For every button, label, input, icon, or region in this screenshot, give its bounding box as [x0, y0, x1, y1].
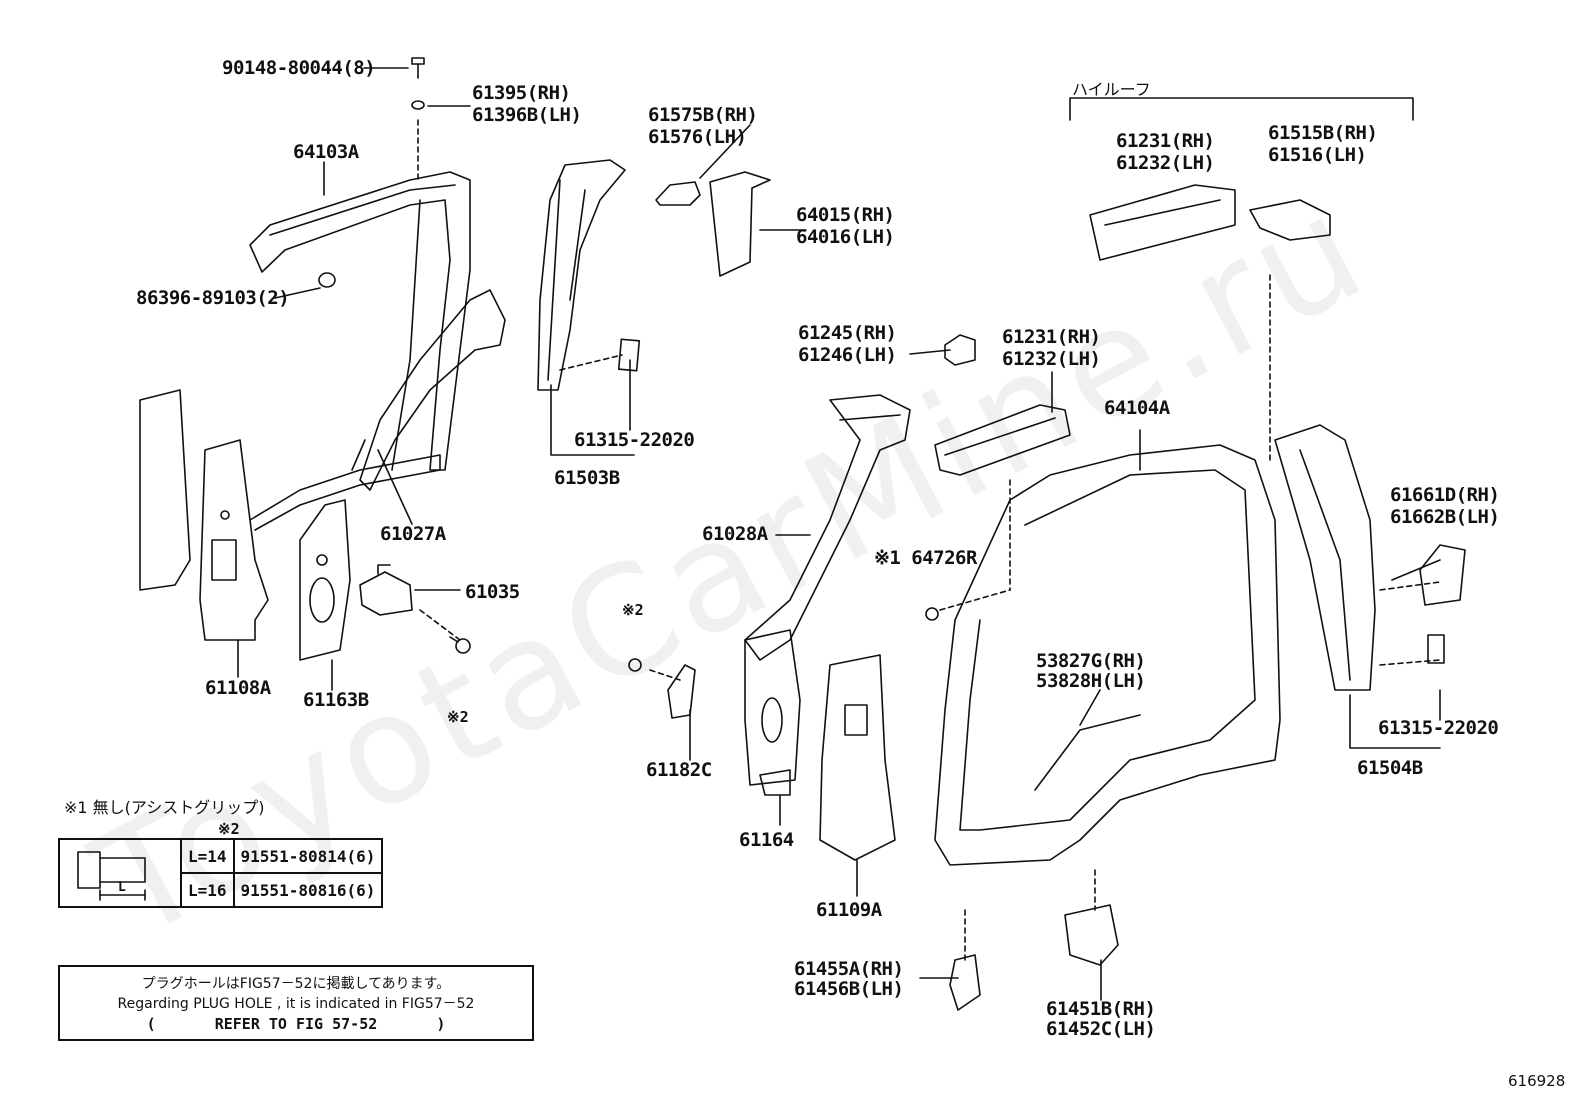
label-61035: 61035: [465, 581, 520, 603]
part-61035: [359, 564, 413, 616]
label-61396b-lh: 61396B(LH): [472, 104, 582, 126]
fastener-image-cell: [58, 838, 182, 908]
label-61315-22020-left: 61315-22020: [574, 429, 695, 451]
label-61503b: 61503B: [554, 467, 620, 489]
label-64103a: 64103A: [293, 141, 359, 163]
label-64104a: 64104A: [1104, 397, 1170, 419]
fastener-86396: [318, 272, 336, 288]
group-label-high-roof: ハイルーフ: [1072, 80, 1151, 99]
bolt-2a: [449, 636, 471, 654]
plug-note-refer: ( REFER TO FIG 57-52 ): [60, 1015, 532, 1033]
part-61231-mid: [934, 404, 1071, 476]
label-64726r: ※1 64726R: [874, 547, 977, 569]
group-bracket: [1069, 97, 1414, 121]
label-61108a: 61108A: [205, 677, 271, 699]
part-61575b: [655, 181, 701, 206]
part-61164: [744, 629, 801, 796]
label-61576-lh: 61576(LH): [648, 126, 747, 148]
label-61315-22020-right: 61315-22020: [1378, 717, 1499, 739]
legend-note-1: ※1 無し(アシストグリップ): [64, 798, 265, 817]
refer-fig-link[interactable]: REFER TO FIG 57-52: [214, 1015, 378, 1033]
label-61232-lh-mid: 61232(LH): [1002, 348, 1101, 370]
label-61575b-rh: 61575B(RH): [648, 104, 758, 126]
part-64015: [709, 171, 771, 277]
part-61451b: [1064, 904, 1119, 966]
label-61163b: 61163B: [303, 689, 369, 711]
label-64016-lh: 64016(LH): [796, 226, 895, 248]
plug-note-english: Regarding PLUG HOLE , it is indicated in…: [117, 996, 475, 1012]
label-53828h-lh: 53828H(LH): [1036, 670, 1146, 692]
assembly-lines: [417, 119, 1441, 961]
label-61245-rh: 61245(RH): [798, 322, 897, 344]
part-64104a: [934, 444, 1281, 866]
part-61455a: [949, 954, 981, 1011]
fastener-row: L=14 91551-80814(6): [58, 838, 384, 908]
part-61315-right: [1427, 634, 1445, 664]
part-61182c: [628, 658, 696, 719]
mark-2-bolt: ※2: [447, 708, 469, 726]
fastener-length: L=16: [180, 872, 235, 908]
label-61456b-lh: 61456B(LH): [794, 978, 904, 1000]
label-61027a: 61027A: [380, 523, 446, 545]
fastener-table: L=14 91551-80814(6) L=16 91551-80816(6): [58, 838, 384, 908]
label-61182c: 61182C: [646, 759, 712, 781]
part-61661d: [1419, 544, 1466, 606]
label-53827g-rh: 53827G(RH): [1036, 650, 1146, 672]
label-61246-lh: 61246(LH): [798, 344, 897, 366]
label-61231-rh-top: 61231(RH): [1116, 130, 1215, 152]
label-61516-lh: 61516(LH): [1268, 144, 1367, 166]
part-61504b: [1274, 424, 1376, 691]
label-61452c-lh: 61452C(LH): [1046, 1018, 1156, 1040]
part-61503b: [537, 159, 626, 391]
fastener-part-number: 91551-80814(6): [232, 838, 384, 874]
leader-lines: [237, 67, 1441, 1001]
label-61662b-lh: 61662B(LH): [1390, 506, 1500, 528]
label-61451b-rh: 61451B(RH): [1046, 998, 1156, 1020]
part-61163b: [299, 499, 351, 661]
part-64726r: [925, 607, 939, 621]
legend-note-2: ※2: [218, 820, 240, 838]
part-61245: [944, 334, 976, 366]
refer-close-paren: ): [436, 1015, 446, 1033]
part-61515b: [1249, 199, 1331, 241]
label-61232-lh-top: 61232(LH): [1116, 152, 1215, 174]
plug-hole-note: プラグホールはFIG57－52に掲載してあります。 Regarding PLUG…: [58, 965, 534, 1041]
fastener-length: L=14: [180, 838, 235, 874]
label-61395-rh: 61395(RH): [472, 82, 571, 104]
label-61504b: 61504B: [1357, 757, 1423, 779]
refer-open-paren: (: [146, 1015, 156, 1033]
plug-note-japanese: プラグホールはFIG57－52に掲載してあります。: [141, 976, 451, 992]
label-64015-rh: 64015(RH): [796, 204, 895, 226]
label-90148-80044: 90148-80044(8): [222, 57, 376, 79]
fastener-90148: [411, 57, 425, 79]
label-86396-89103: 86396-89103(2): [136, 287, 290, 309]
label-61455a-rh: 61455A(RH): [794, 958, 904, 980]
label-61109a: 61109A: [816, 899, 882, 921]
label-61028a: 61028A: [702, 523, 768, 545]
part-64103a: [249, 171, 471, 471]
part-61028a: [744, 394, 911, 661]
figure-id: 616928: [1508, 1072, 1566, 1090]
part-61231-top: [1089, 184, 1236, 261]
label-61515b-rh: 61515B(RH): [1268, 122, 1378, 144]
part-61109a: [819, 654, 896, 861]
label-61231-rh-mid: 61231(RH): [1002, 326, 1101, 348]
fastener-row: L=16 91551-80816(6): [59, 872, 384, 908]
part-61315-left: [617, 338, 641, 372]
label-61164: 61164: [739, 829, 794, 851]
part-61027a: [249, 289, 506, 531]
fastener-61395: [411, 100, 425, 110]
mark-2-61182: ※2: [622, 601, 644, 619]
fastener-part-number: 91551-80816(6): [232, 872, 384, 908]
label-61661d-rh: 61661D(RH): [1390, 484, 1500, 506]
part-61108a: [139, 389, 269, 641]
